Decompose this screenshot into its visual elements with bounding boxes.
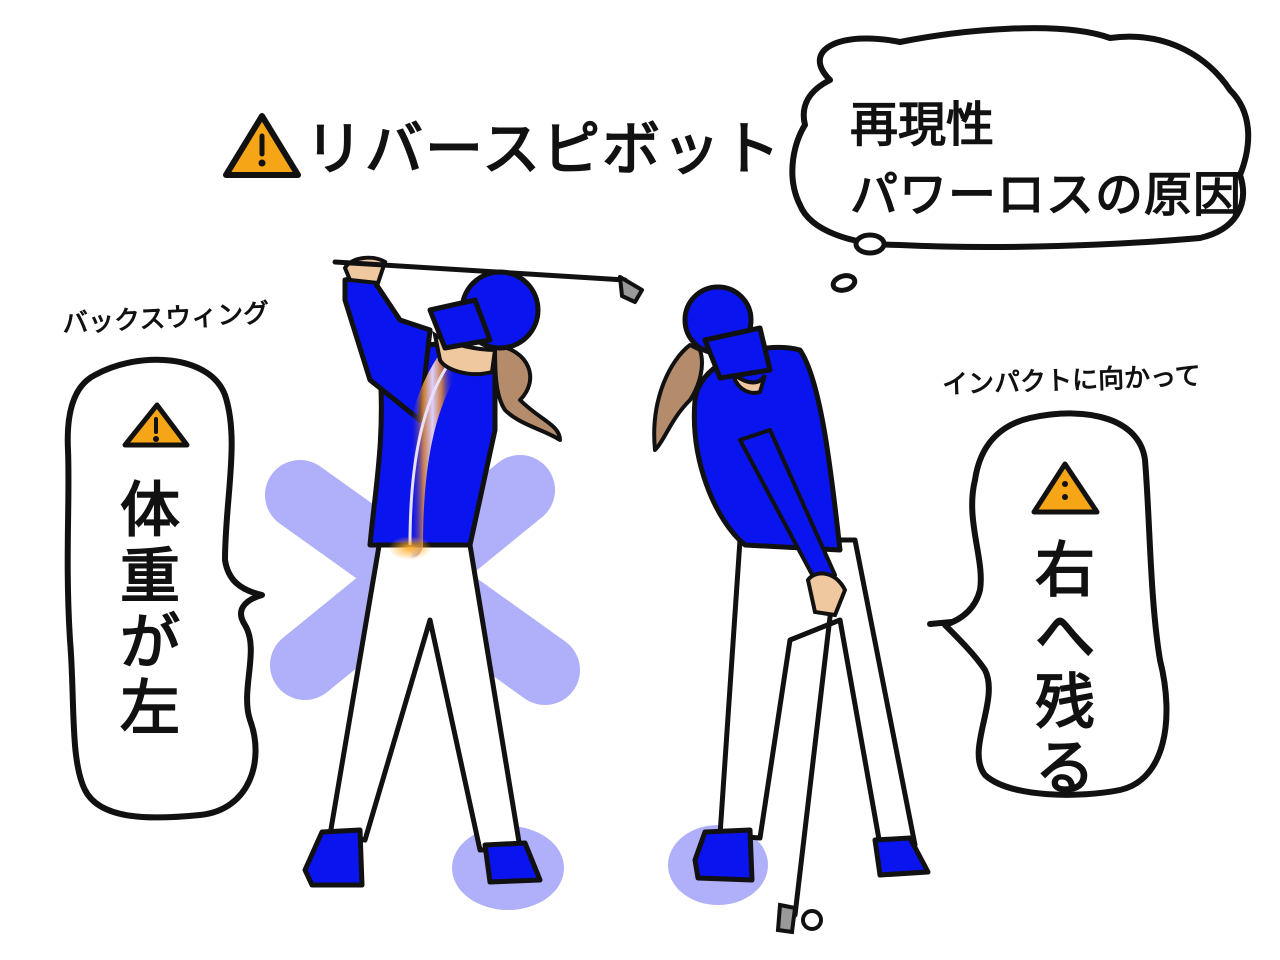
golf-ball	[801, 909, 823, 931]
impact-golfer	[652, 284, 931, 935]
right-speech-bubble	[927, 410, 1170, 798]
left-warning-icon	[122, 402, 190, 448]
right-char-4: る	[1035, 734, 1095, 804]
left-bubble-text: 体 重 が 左	[115, 478, 185, 742]
title-warning-icon	[223, 113, 301, 178]
left-speech-bubble	[64, 356, 265, 821]
left-char-4: 左	[120, 674, 180, 744]
right-char-2: へ	[1035, 602, 1095, 672]
right-char-3: 残	[1035, 668, 1095, 738]
thought-line-1: 再現性	[850, 97, 995, 153]
right-warning-icon	[1031, 461, 1100, 515]
right-char-1: 右	[1035, 536, 1095, 606]
right-bubble-text: 右 へ 残 る	[1030, 538, 1100, 802]
left-char-3: が	[120, 608, 180, 678]
page-title: リバースピボット	[305, 115, 783, 183]
thought-bubble	[789, 25, 1252, 293]
backswing-golfer	[265, 255, 644, 910]
left-char-2: 重	[120, 542, 180, 612]
thought-line-2: パワーロスの原因	[850, 167, 1243, 223]
left-char-1: 体	[120, 476, 180, 546]
